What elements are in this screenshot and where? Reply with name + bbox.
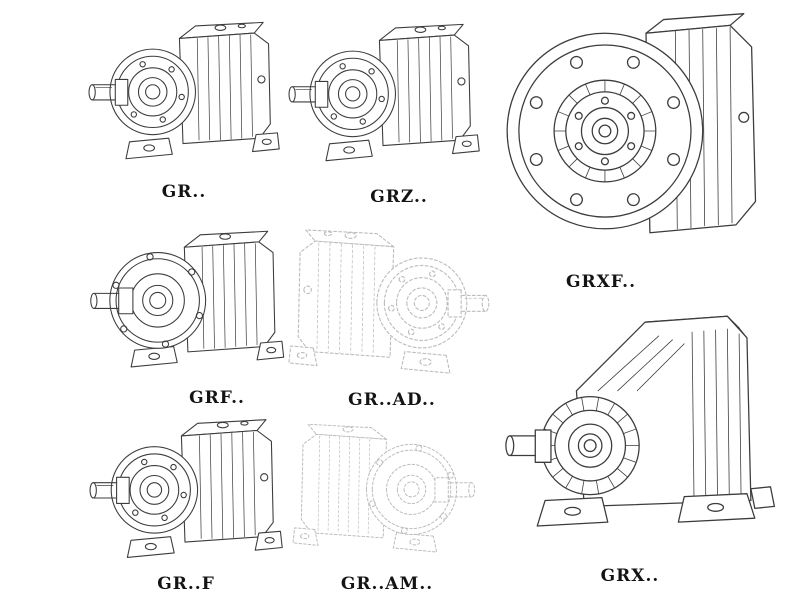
figure-gr-ad (287, 212, 493, 392)
gearbox-drawing-grz (285, 0, 481, 186)
gearbox-drawing-gr-f (86, 406, 284, 572)
figure-grz (285, 0, 481, 186)
figure-gr (85, 2, 281, 180)
figure-label-gr: GR.. (161, 182, 207, 202)
figure-label-grx: GRX.. (600, 566, 660, 586)
figure-label-grf: GRF.. (189, 388, 245, 408)
figure-grx (500, 296, 794, 562)
figure-gr-am (288, 406, 480, 572)
figure-grf (85, 212, 289, 388)
gearbox-drawing-gr (85, 2, 281, 180)
figure-label-gr-ad: GR..AD.. (348, 390, 436, 410)
figure-gr-f (86, 406, 284, 572)
figure-label-grz: GRZ.. (370, 187, 428, 207)
gearbox-drawing-gr-ad (287, 212, 493, 392)
figure-label-grxf: GRXF.. (565, 272, 637, 292)
gearbox-drawing-gr-am (288, 406, 480, 572)
figure-label-gr-am: GR..AM.. (340, 574, 434, 594)
figure-label-gr-f: GR..F (157, 574, 215, 594)
gearbox-drawing-grf (85, 212, 289, 388)
figure-grxf (498, 0, 794, 264)
gearbox-drawing-grx (500, 296, 794, 562)
gearbox-drawing-grxf (498, 0, 794, 264)
